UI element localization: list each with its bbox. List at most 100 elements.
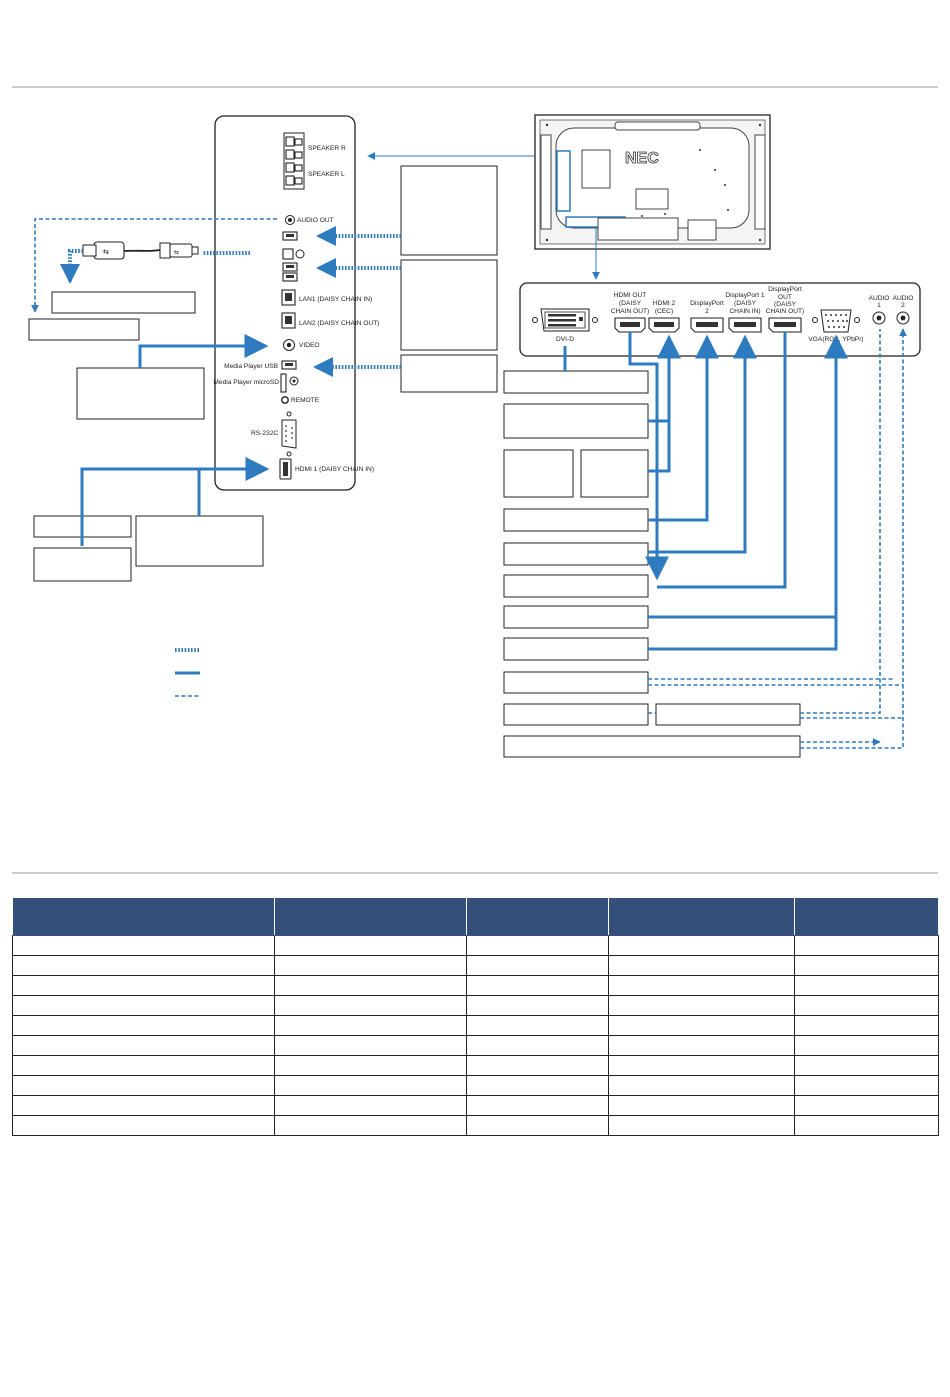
table-cell [274, 1035, 467, 1056]
table-cell [12, 1035, 275, 1056]
table-cell [12, 1015, 275, 1036]
right-box-hdmi-source [503, 403, 649, 439]
table-cell [608, 1055, 795, 1076]
table-row [12, 955, 939, 976]
table-cell [608, 1115, 795, 1136]
table-cell [608, 935, 795, 956]
usb-service-port[interactable] [282, 248, 294, 260]
table-cell [12, 935, 275, 956]
table-header-cell [608, 897, 795, 936]
dvi-d-label: DVI-D [556, 336, 574, 343]
table-header-cell [794, 897, 939, 936]
right-box-vga-2 [503, 637, 649, 661]
usb-cable-icon: ⇆ ⇆ [82, 241, 199, 260]
table-row [12, 1055, 939, 1076]
table-header-cell [274, 897, 467, 936]
table-cell [608, 995, 795, 1016]
table-cell [794, 1015, 939, 1036]
nec-logo: NEC [625, 150, 659, 167]
table-cell [466, 1035, 609, 1056]
cable-hdmi1-a [80, 457, 270, 546]
table-cell [274, 1055, 467, 1076]
right-box-displayport-out [503, 574, 649, 598]
hdmi2-label: HDMI 2(CEC) [653, 300, 676, 315]
cable-video [138, 334, 269, 368]
table-cell [12, 1075, 275, 1096]
table-cell [466, 1115, 609, 1136]
table-cell [274, 1075, 467, 1096]
cable-audio1 [648, 329, 895, 742]
cable-audio-out [31, 218, 277, 313]
right-box-audio-3 [503, 735, 801, 758]
left-box-video-device [76, 367, 205, 420]
table-cell [794, 955, 939, 976]
table-cell [794, 995, 939, 1016]
cable-displayport-out [657, 332, 787, 589]
table-row [12, 975, 939, 996]
table-cell [274, 955, 467, 976]
speaker-l-label: SPEAKER L [308, 171, 345, 178]
table-cell [274, 1095, 467, 1116]
monitor-rear-view: NEC [534, 114, 771, 250]
cable-displayport2 [648, 334, 719, 522]
table-row [12, 995, 939, 1016]
table-cell [466, 955, 609, 976]
table-cell [12, 975, 275, 996]
table-cell [466, 995, 609, 1016]
table-cell [466, 975, 609, 996]
audio-out-label: AUDIO OUT [297, 217, 334, 224]
connection-diagram: SPEAKER R SPEAKER L AUDIO OUT LAN1 (DAIS… [12, 86, 938, 874]
cable-displayport1 [648, 334, 757, 554]
table-row [12, 935, 939, 956]
table-cell [466, 1095, 609, 1116]
video-label: VIDEO [299, 342, 320, 349]
media-player-usb-label: Media Player USB [224, 363, 278, 370]
table-row [12, 1015, 939, 1036]
rs232c-port[interactable] [281, 419, 297, 449]
table-cell [274, 975, 467, 996]
table-cell [12, 1115, 275, 1136]
middle-box-usb [400, 165, 498, 256]
table-cell [794, 975, 939, 996]
right-box-displayport2 [503, 508, 649, 532]
right-box-dvi [503, 370, 649, 394]
left-box-hdmi-3 [135, 515, 264, 567]
table-row [12, 1095, 939, 1116]
right-box-vga-1 [503, 605, 649, 629]
rs232c-label: RS-232C [251, 430, 278, 437]
cable-audio2 [648, 329, 903, 749]
table-cell [274, 1015, 467, 1036]
table-header-row [12, 897, 939, 936]
table-cell [794, 1095, 939, 1116]
table-header-cell [466, 897, 609, 936]
remote-jack[interactable] [281, 396, 289, 404]
table-row [12, 1035, 939, 1056]
lan1-label: LAN1 (DAISY CHAIN IN) [299, 296, 372, 303]
right-box-hdmi-a [503, 449, 574, 498]
table-cell [466, 1015, 609, 1036]
media-player-microsd-slot[interactable] [280, 373, 287, 393]
right-box-audio-2b [655, 703, 801, 726]
table-cell [608, 1075, 795, 1096]
table-cell [12, 1055, 275, 1076]
table-cell [794, 935, 939, 956]
table-cell [794, 1035, 939, 1056]
table-cell [274, 995, 467, 1016]
svg-text:⇆: ⇆ [174, 249, 179, 256]
table-cell [794, 1075, 939, 1096]
table-cell [608, 1035, 795, 1056]
remote-label: REMOTE [291, 397, 320, 404]
table-cell [466, 935, 609, 956]
media-player-microsd-label: Media Player microSD [213, 379, 279, 386]
middle-box-lan [400, 259, 498, 351]
table-cell [466, 1055, 609, 1076]
speaker-terminals [283, 132, 305, 190]
dvi-d-port[interactable] [532, 308, 598, 332]
cable-usb-to-device [60, 249, 83, 284]
table-cell [466, 1075, 609, 1096]
